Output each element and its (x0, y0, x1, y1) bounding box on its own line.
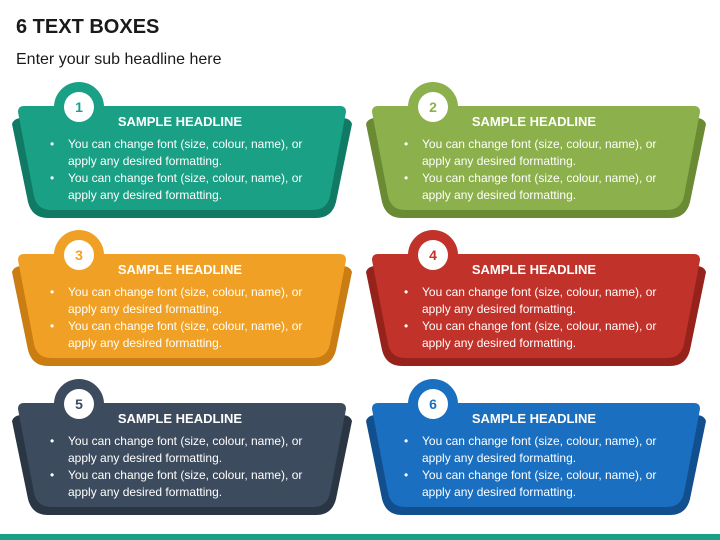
bullet-item: • You can change font (size, colour, name… (402, 170, 682, 204)
bullet-dot-icon: • (50, 434, 55, 448)
box-headline: SAMPLE HEADLINE (117, 262, 243, 277)
box-front-layer (372, 403, 700, 507)
bullet-item: • You can change font (size, colour, name… (48, 433, 328, 467)
text-box-shape (366, 230, 706, 366)
bullet-dot-icon: • (50, 468, 55, 482)
box-headline: SAMPLE HEADLINE (117, 114, 243, 129)
bullet-dot-icon: • (50, 319, 55, 333)
bullet-text: You can change font (size, colour, name)… (422, 137, 657, 168)
bullet-dot-icon: • (404, 319, 409, 333)
bullet-text: You can change font (size, colour, name)… (68, 468, 303, 499)
bullet-dot-icon: • (50, 137, 55, 151)
bullet-list: • You can change font (size, colour, name… (48, 284, 328, 352)
bullet-list: • You can change font (size, colour, name… (402, 136, 682, 204)
bottom-accent-bar (0, 534, 720, 540)
bullet-text: You can change font (size, colour, name)… (68, 434, 303, 465)
bullet-item: • You can change font (size, colour, name… (402, 467, 682, 501)
text-box-shape (12, 379, 352, 515)
bullet-list: • You can change font (size, colour, name… (48, 433, 328, 501)
bullet-dot-icon: • (404, 171, 409, 185)
text-box-shape (366, 82, 706, 218)
box-headline: SAMPLE HEADLINE (471, 411, 597, 426)
bullet-dot-icon: • (50, 285, 55, 299)
number-badge: 1 (64, 92, 94, 122)
bullet-text: You can change font (size, colour, name)… (422, 171, 657, 202)
number-badge: 3 (64, 240, 94, 270)
bullet-dot-icon: • (404, 434, 409, 448)
bullet-text: You can change font (size, colour, name)… (68, 137, 303, 168)
page-title: 6 TEXT BOXES (16, 16, 160, 38)
text-box-shape (12, 230, 352, 366)
bullet-item: • You can change font (size, colour, name… (402, 318, 682, 352)
bullet-text: You can change font (size, colour, name)… (422, 468, 657, 499)
bullet-list: • You can change font (size, colour, name… (48, 136, 328, 204)
bullet-dot-icon: • (404, 285, 409, 299)
text-box-shape (366, 379, 706, 515)
bullet-text: You can change font (size, colour, name)… (68, 319, 303, 350)
bullet-text: You can change font (size, colour, name)… (68, 171, 303, 202)
bullet-item: • You can change font (size, colour, name… (48, 284, 328, 318)
bullet-text: You can change font (size, colour, name)… (422, 434, 657, 465)
bullet-text: You can change font (size, colour, name)… (68, 285, 303, 316)
box-front-layer (18, 254, 346, 358)
bullet-dot-icon: • (404, 137, 409, 151)
page-subtitle: Enter your sub headline here (16, 51, 222, 68)
bullet-item: • You can change font (size, colour, name… (402, 433, 682, 467)
box-headline: SAMPLE HEADLINE (471, 114, 597, 129)
box-front-layer (372, 106, 700, 210)
bullet-item: • You can change font (size, colour, name… (48, 318, 328, 352)
bullet-list: • You can change font (size, colour, name… (402, 284, 682, 352)
box-front-layer (372, 254, 700, 358)
number-badge: 5 (64, 389, 94, 419)
bullet-item: • You can change font (size, colour, name… (48, 170, 328, 204)
bullet-item: • You can change font (size, colour, name… (402, 284, 682, 318)
bullet-text: You can change font (size, colour, name)… (422, 285, 657, 316)
bullet-list: • You can change font (size, colour, name… (402, 433, 682, 501)
bullet-item: • You can change font (size, colour, name… (402, 136, 682, 170)
bullet-item: • You can change font (size, colour, name… (48, 467, 328, 501)
number-badge: 4 (418, 240, 448, 270)
bullet-dot-icon: • (404, 468, 409, 482)
box-headline: SAMPLE HEADLINE (117, 411, 243, 426)
box-front-layer (18, 403, 346, 507)
text-box-shape (12, 82, 352, 218)
number-badge: 6 (418, 389, 448, 419)
bullet-text: You can change font (size, colour, name)… (422, 319, 657, 350)
box-headline: SAMPLE HEADLINE (471, 262, 597, 277)
bullet-dot-icon: • (50, 171, 55, 185)
box-front-layer (18, 106, 346, 210)
bullet-item: • You can change font (size, colour, name… (48, 136, 328, 170)
number-badge: 2 (418, 92, 448, 122)
